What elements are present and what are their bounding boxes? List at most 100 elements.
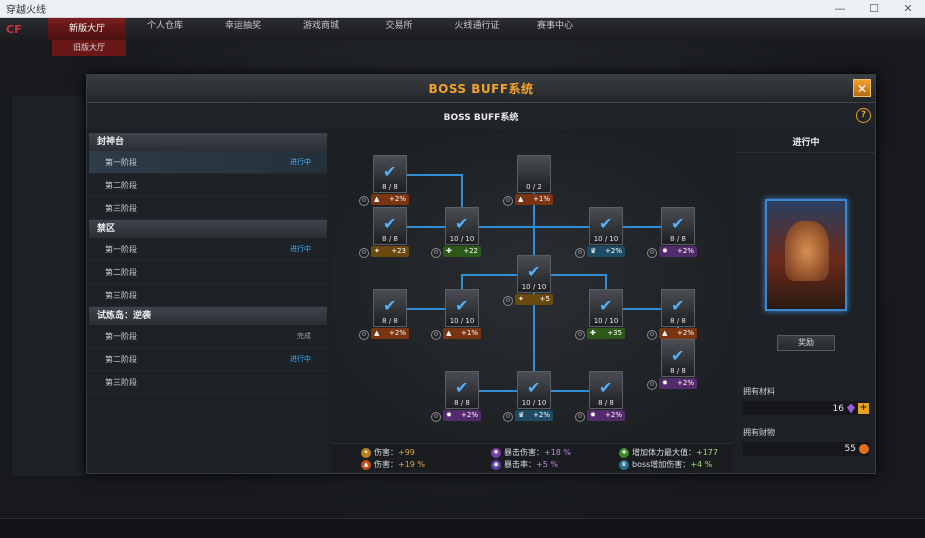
help-icon[interactable]: ? bbox=[856, 108, 871, 123]
buff-node-count: 8 / 8 bbox=[670, 235, 686, 243]
stage-label: 第一阶段 bbox=[105, 331, 137, 341]
buff-node-portrait: ✔8 / 8 bbox=[661, 207, 695, 245]
buff-node[interactable]: ✔8 / 8✦+23⚙ bbox=[359, 207, 409, 258]
stage-label: 第三阶段 bbox=[105, 290, 137, 300]
summary-fire-damage: ▲伤害：+19 % bbox=[361, 459, 425, 470]
gear-icon: ⚙ bbox=[431, 330, 441, 340]
buff-node[interactable]: ✔8 / 8✹+2%⚙ bbox=[431, 371, 481, 422]
buff-node-count: 8 / 8 bbox=[454, 399, 470, 407]
top-navigation: CF 新版大厅个人仓库幸运抽奖游戏商城交易所火线通行证赛事中心 bbox=[0, 18, 925, 40]
stage-label: 第二阶段 bbox=[105, 267, 137, 277]
nav-tab[interactable]: 幸运抽奖 bbox=[224, 21, 261, 31]
progress-status: 进行中 bbox=[737, 133, 875, 153]
check-icon: ✔ bbox=[455, 214, 469, 233]
summary-attack: ✦伤害：+99 bbox=[361, 447, 415, 458]
add-materials-button[interactable]: + bbox=[858, 403, 869, 414]
buff-node-count: 8 / 8 bbox=[382, 235, 398, 243]
bottom-bar bbox=[0, 518, 925, 538]
buff-node-bonus: ✦+5 bbox=[515, 294, 553, 305]
gear-icon: ⚙ bbox=[431, 412, 441, 422]
check-icon: ✔ bbox=[383, 296, 397, 315]
buff-node-bonus: ✹+2% bbox=[443, 410, 481, 421]
summary-max-hp: ✚增加体力最大值：+177 bbox=[619, 447, 718, 458]
stage-item[interactable]: 第二阶段 bbox=[89, 174, 327, 197]
check-icon: ✔ bbox=[527, 378, 541, 397]
buff-node[interactable]: ✔8 / 8▲+2%⚙ bbox=[359, 155, 409, 206]
buff-node-bonus: ✦+23 bbox=[371, 246, 409, 257]
fire-icon: ▲ bbox=[518, 195, 524, 203]
reward-button[interactable]: 奖励 bbox=[777, 335, 835, 351]
buff-node[interactable]: ✔10 / 10✚+22⚙ bbox=[431, 207, 481, 258]
stage-category[interactable]: 试炼岛：逆袭 bbox=[89, 307, 327, 325]
nav-tab[interactable]: 交易所 bbox=[385, 21, 413, 31]
buff-node[interactable]: ✔10 / 10♛+2%⚙ bbox=[503, 371, 553, 422]
buff-node-bonus: ▲+2% bbox=[371, 194, 409, 205]
stage-category[interactable]: 禁区 bbox=[89, 220, 327, 238]
stage-item[interactable]: 第一阶段完成 bbox=[89, 325, 327, 348]
stage-status: 进行中 bbox=[290, 158, 311, 166]
stage-item[interactable]: 第一阶段进行中 bbox=[89, 238, 327, 261]
buff-node[interactable]: ✔10 / 10✚+35⚙ bbox=[575, 289, 625, 340]
maximize-icon[interactable]: ☐ bbox=[869, 2, 879, 15]
modal-subtitle: BOSS BUFF系统 bbox=[443, 112, 519, 123]
buff-node-portrait: ✔10 / 10 bbox=[445, 207, 479, 245]
stage-label: 第一阶段 bbox=[105, 157, 137, 167]
buff-node[interactable]: 0 / 2▲+1%⚙ bbox=[503, 155, 553, 206]
nav-tab[interactable]: 新版大厅 bbox=[48, 18, 126, 40]
crit-damage-icon: ✹ bbox=[491, 447, 501, 458]
buff-node[interactable]: ✔10 / 10✦+5⚙ bbox=[503, 255, 553, 306]
buff-node-portrait: ✔ 8 / 8 bbox=[373, 289, 407, 327]
buff-node-portrait: ✔8 / 8 bbox=[661, 289, 695, 327]
buff-node-count: 8 / 8 bbox=[670, 317, 686, 325]
stage-item[interactable]: 第三阶段 bbox=[89, 197, 327, 220]
nav-tab[interactable]: 赛事中心 bbox=[536, 21, 573, 31]
stage-label: 第三阶段 bbox=[105, 203, 137, 213]
atk-icon: ✦ bbox=[374, 247, 380, 255]
buff-node[interactable]: ✔10 / 10▲+1%⚙ bbox=[431, 289, 481, 340]
stage-item[interactable]: 第三阶段 bbox=[89, 284, 327, 307]
buff-node-bonus: ♛+2% bbox=[515, 410, 553, 421]
nav-tab[interactable]: 游戏商城 bbox=[302, 21, 339, 31]
buff-node-portrait: ✔10 / 10 bbox=[517, 255, 551, 293]
buff-node[interactable]: ✔8 / 8✹+2%⚙ bbox=[647, 339, 697, 390]
close-window-icon[interactable]: ✕ bbox=[903, 2, 913, 15]
summary-boss-damage: ♛boss增加伤害：+4 % bbox=[619, 459, 712, 470]
boss-card-image bbox=[765, 199, 847, 311]
nav-tab[interactable]: 个人仓库 bbox=[146, 21, 183, 31]
materials-label: 拥有材料 bbox=[743, 387, 775, 396]
minimize-icon[interactable]: — bbox=[834, 2, 846, 15]
gear-icon: ⚙ bbox=[647, 330, 657, 340]
crit-rate-icon: ◉ bbox=[491, 459, 501, 470]
buff-node[interactable]: ✔8 / 8✹+2%⚙ bbox=[647, 207, 697, 258]
buff-node-bonus: ✹+2% bbox=[659, 246, 697, 257]
nav-tab[interactable]: 火线通行证 bbox=[454, 21, 500, 31]
stage-item[interactable]: 第三阶段 bbox=[89, 371, 327, 394]
buff-node-portrait: ✔10 / 10 bbox=[589, 289, 623, 327]
buff-node[interactable]: ✔10 / 10♛+2%⚙ bbox=[575, 207, 625, 258]
buff-node-count: 8 / 8 bbox=[382, 317, 398, 325]
crit-icon: ✹ bbox=[662, 247, 668, 255]
buff-node-count: 10 / 10 bbox=[593, 235, 619, 243]
buff-node-portrait: ✔8 / 8 bbox=[373, 207, 407, 245]
stage-item[interactable]: 第二阶段进行中 bbox=[89, 348, 327, 371]
buff-node-count: 8 / 8 bbox=[598, 399, 614, 407]
buff-summary: ✦伤害：+99 ▲伤害：+19 % ✹暴击伤害：+18 % ◉暴击率：+5 % … bbox=[331, 443, 733, 471]
buff-node-bonus: ▲+1% bbox=[443, 328, 481, 339]
buff-node[interactable]: ✔8 / 8▲+2%⚙ bbox=[647, 289, 697, 340]
stage-item[interactable]: 第一阶段 进行中 bbox=[89, 151, 327, 174]
lobby-left-panel bbox=[12, 96, 84, 476]
buff-node[interactable]: ✔8 / 8▲+2%⚙ bbox=[359, 289, 409, 340]
buff-node[interactable]: ✔8 / 8✹+2%⚙ bbox=[575, 371, 625, 422]
sub-tab-old-lobby[interactable]: 旧版大厅 bbox=[52, 40, 126, 56]
modal-subheader: BOSS BUFF系统 ? bbox=[87, 103, 875, 129]
atk-icon: ✦ bbox=[518, 295, 524, 303]
close-button[interactable]: ✕ bbox=[853, 79, 871, 97]
summary-crit-rate: ◉暴击率：+5 % bbox=[491, 459, 558, 470]
check-icon: ✔ bbox=[527, 262, 541, 281]
buff-node-bonus: ▲+2% bbox=[659, 328, 697, 339]
boss-buff-modal: BOSS BUFF系统 ✕ BOSS BUFF系统 ? 封神台第一阶段 进行中第二… bbox=[86, 74, 876, 474]
stage-category[interactable]: 封神台 bbox=[89, 133, 327, 151]
stage-item[interactable]: 第二阶段 bbox=[89, 261, 327, 284]
crit-icon: ✹ bbox=[446, 411, 452, 419]
gear-icon: ⚙ bbox=[359, 196, 369, 206]
